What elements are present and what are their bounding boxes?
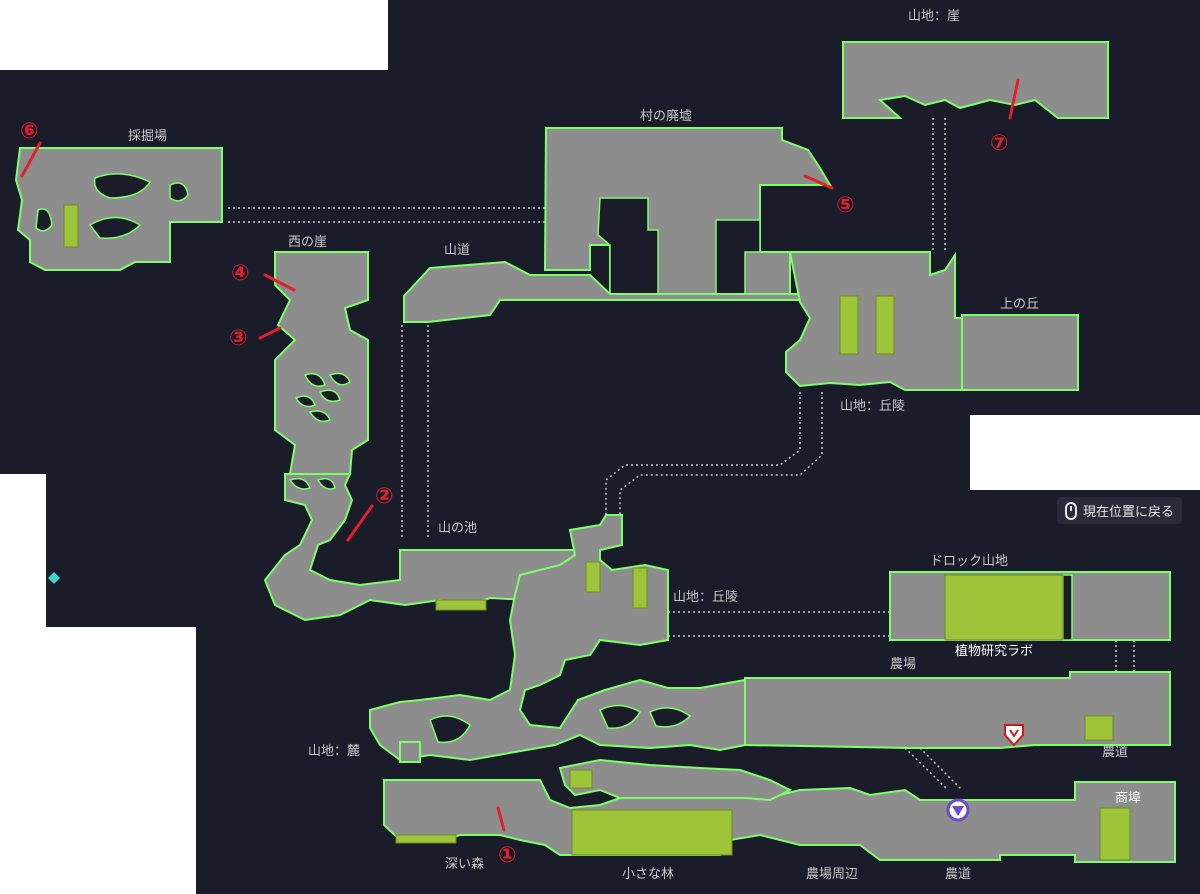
label-shokubutsu-lab: 植物研究ラボ	[955, 644, 1033, 659]
area-labels: 採掘場 村の廃墟 山地：崖 西の崖 山道 上の丘 山地：丘陵 山の池 山地：丘陵…	[128, 9, 1141, 882]
map-connections	[228, 118, 1135, 791]
return-to-position-label: 現在位置に戻る	[1082, 505, 1174, 520]
label-nodo-1: 農道	[1102, 745, 1128, 760]
label-ue-oka: 上の丘	[1000, 297, 1039, 312]
marker-7: ⑦	[990, 131, 1009, 156]
marker-2: ②	[375, 484, 394, 509]
marker-6: ⑥	[20, 119, 39, 144]
label-sanchi-kyuryo-2: 山地：丘陵	[673, 590, 738, 605]
label-drock-sanchi: ドロック山地	[930, 554, 1008, 569]
label-chiisana-hayashi: 小さな林	[622, 867, 674, 882]
marker-1: ①	[498, 843, 517, 868]
room-kyuryo-upper	[785, 251, 963, 391]
red-markers: ① ② ③ ④ ⑤ ⑥ ⑦	[20, 78, 1020, 868]
cursor-crosshair-icon	[48, 572, 60, 584]
label-mura-haikyo: 村の廃墟	[640, 108, 692, 124]
label-shojo: 商埠	[1115, 791, 1141, 806]
marker-3: ③	[229, 326, 248, 351]
marker-4: ④	[231, 261, 250, 286]
room-nishi-gake	[274, 251, 369, 475]
label-nojo: 農場	[890, 657, 916, 672]
room-sanchi-gake	[842, 41, 1109, 119]
room-yama-ike	[369, 514, 746, 762]
label-saikutsuba: 採掘場	[128, 129, 167, 144]
room-farm-link	[558, 758, 793, 802]
room-sanchi-fumoto	[399, 741, 421, 763]
label-fukai-mori: 深い森	[445, 857, 484, 872]
room-ue-oka	[961, 314, 1079, 391]
label-nishi-gake: 西の崖	[288, 235, 327, 250]
map-green-details	[63, 204, 1131, 861]
label-sanchi-gake: 山地：崖	[908, 9, 960, 24]
mouse-icon	[1064, 501, 1077, 520]
label-sanchi-fumoto: 山地：麓	[308, 744, 360, 759]
label-sando: 山道	[444, 243, 470, 258]
marker-5: ⑤	[836, 193, 855, 218]
return-to-position-button[interactable]: 現在位置に戻る	[1056, 497, 1182, 524]
label-nodo-2: 農道	[945, 867, 971, 882]
room-nojo	[744, 671, 1171, 749]
label-nojo-shuhen: 農場周辺	[806, 867, 858, 882]
label-yama-ike: 山の池	[438, 521, 477, 536]
map-icons	[48, 572, 1024, 822]
label-sanchi-kyuryo-1: 山地：丘陵	[840, 399, 905, 414]
